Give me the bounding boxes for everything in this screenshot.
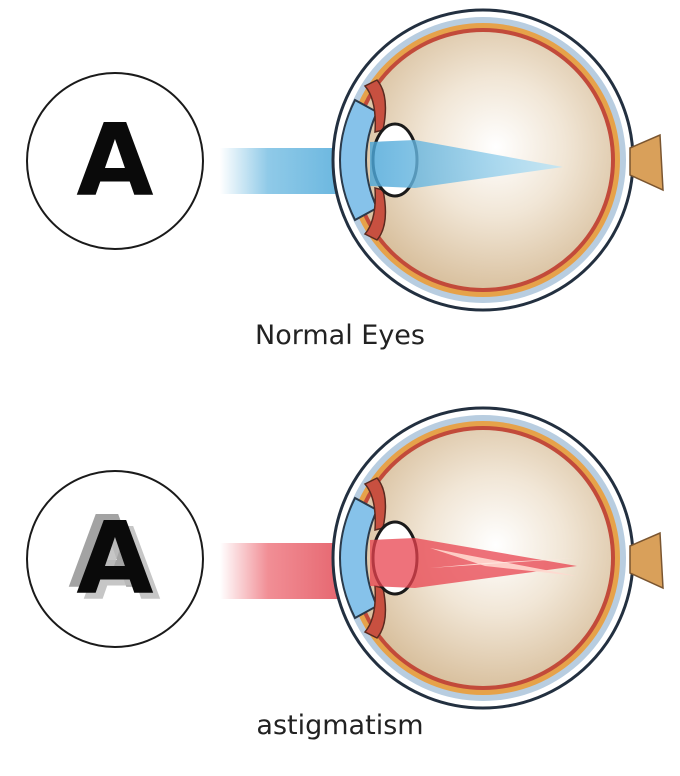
caption-astigmatism: astigmatism bbox=[256, 710, 424, 741]
blurred-letter-ghost: A bbox=[83, 506, 161, 623]
blurred-letter-ghost: A bbox=[68, 494, 146, 611]
iris-upper bbox=[363, 79, 387, 133]
cornea bbox=[339, 98, 379, 222]
astigmatism-eye-panel: A A A astigm bbox=[0, 388, 680, 776]
caption-normal-eyes: Normal Eyes bbox=[255, 320, 425, 351]
iris-lower bbox=[363, 187, 387, 241]
focal-beam-plane-1 bbox=[370, 538, 577, 588]
cornea bbox=[339, 496, 379, 620]
eye-cross-section-diagram bbox=[220, 8, 664, 312]
eye-cross-section-diagram bbox=[220, 406, 664, 710]
letter-chart-circle: A bbox=[26, 72, 204, 250]
focused-light-cone bbox=[370, 140, 563, 188]
optic-nerve bbox=[629, 531, 664, 590]
normal-eye-panel: A bbox=[26, 8, 664, 351]
chart-letter: A bbox=[76, 102, 154, 219]
optic-nerve bbox=[629, 133, 664, 192]
chart-letter: A bbox=[76, 500, 154, 617]
letter-chart-circle: A A A bbox=[26, 470, 204, 648]
focal-beam-plane-3 bbox=[430, 558, 577, 568]
iris-upper bbox=[363, 477, 387, 531]
